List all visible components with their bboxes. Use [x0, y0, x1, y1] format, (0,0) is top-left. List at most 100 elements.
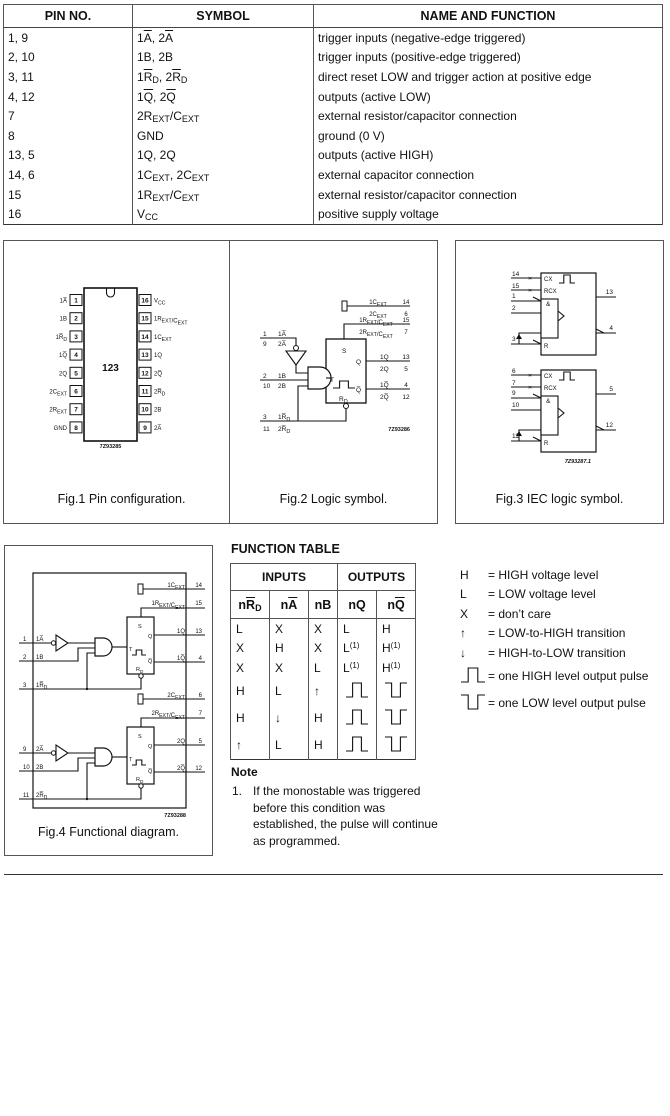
pin-number: 4	[609, 325, 613, 332]
pin-number: 9	[263, 341, 267, 348]
legend-item: H= HIGH voltage level	[460, 565, 648, 585]
function-table-cell: H	[376, 618, 416, 639]
cx-label: CX	[544, 374, 552, 380]
pin-number: 12	[402, 394, 410, 401]
function-table-cell	[376, 731, 416, 759]
q-label: Q	[148, 744, 153, 750]
function-table-cell: L(1)	[337, 638, 377, 658]
cx-marker-icon: ✕	[528, 373, 532, 379]
junction-dot	[85, 687, 89, 691]
input-label: 1R̅D	[36, 682, 48, 691]
function-table-cell: X	[308, 618, 338, 639]
pin-name: 1R̅D	[56, 334, 68, 343]
pin-number: 11	[263, 426, 270, 433]
pin-box	[69, 403, 83, 416]
pin-number: 9	[23, 747, 27, 753]
reset-label: RD	[136, 777, 144, 784]
rcx-label: RCX	[544, 386, 557, 392]
input-label: 1A̅	[36, 636, 43, 643]
pin-number: 5	[199, 739, 203, 745]
high-pulse-icon	[346, 681, 368, 698]
pin-number: 12	[606, 422, 614, 429]
wire	[86, 652, 95, 679]
function-table-cell	[337, 677, 377, 705]
iec-and-block	[540, 395, 559, 436]
input-label: 2B	[278, 383, 286, 390]
pin-function: direct reset LOW and trigger action at p…	[313, 67, 663, 87]
pin-box	[138, 348, 152, 361]
and-gate-icon	[94, 637, 113, 657]
rcx-marker-icon: ✕	[528, 288, 532, 294]
capacitor-icon	[137, 693, 144, 705]
pin-name: 1A̅	[60, 298, 67, 305]
function-table-cell: ↑	[230, 731, 270, 759]
function-table-cell	[376, 677, 416, 705]
function-table-cell: L	[230, 618, 270, 639]
inversion-bubble	[293, 345, 299, 351]
function-table-cell: L(1)	[337, 658, 377, 678]
function-table-cell: X	[308, 638, 338, 658]
reset-label: RD	[339, 396, 348, 405]
column-header: nB	[308, 590, 338, 619]
function-table-group-header: INPUTS OUTPUTS	[230, 563, 416, 591]
pin-number: 15	[512, 283, 520, 290]
legend-text: = LOW-to-HIGH transition	[488, 626, 626, 641]
input-label: 1B	[278, 373, 286, 380]
function-table-cell: H	[269, 638, 309, 658]
qn-label: Q̅	[148, 768, 153, 775]
note-title: Note	[231, 765, 258, 779]
pin-name: 2R̅D	[154, 389, 166, 398]
pin-function: outputs (active HIGH)	[313, 145, 663, 166]
note-number: 1.	[232, 784, 243, 798]
column-header: nRD	[230, 590, 270, 619]
pin-number: 3	[263, 414, 267, 421]
function-table-cell: H	[308, 731, 338, 759]
pin-number: 4	[404, 382, 408, 389]
pin-symbol: GND	[132, 125, 314, 146]
pin-number: 10	[512, 402, 520, 409]
inversion-bubble	[343, 403, 349, 409]
legend-item: = one LOW level output pulse	[460, 690, 648, 717]
function-table-cell: H	[230, 704, 270, 732]
pin-box	[138, 421, 152, 434]
pin-function: trigger inputs (positive-edge triggered)	[313, 47, 663, 68]
legend-symbol: X	[460, 606, 469, 621]
rext-label: 2REXT/CEXT	[151, 711, 185, 721]
and-label: &	[546, 301, 551, 308]
pin-number: 7	[74, 407, 78, 414]
pin-box	[69, 330, 83, 343]
function-table-cell: L	[337, 618, 377, 639]
pin-name: 2REXT	[49, 408, 67, 416]
and-gate-icon	[94, 747, 113, 767]
pin-number: 4	[74, 352, 78, 359]
pin-name: 2Q̅	[154, 370, 162, 377]
pin-function: ground (0 V)	[313, 125, 663, 146]
low-pulse-icon	[385, 735, 407, 752]
pin-symbol: 1CEXT, 2CEXT	[132, 165, 314, 185]
pin-number: 16	[141, 298, 149, 305]
drawing-code: 7Z93286	[388, 427, 410, 433]
wire	[19, 678, 142, 690]
wire	[297, 385, 308, 421]
cext-label: 2CEXT	[167, 693, 185, 701]
trigger-label: T	[129, 647, 133, 653]
capacitor-icon	[137, 583, 144, 595]
pin-number: 1	[263, 331, 267, 338]
drawing-code: 7Z93287.1	[565, 459, 591, 465]
low-pulse-icon	[461, 693, 485, 710]
pin-number: 16	[3, 204, 133, 225]
header-name-function: NAME AND FUNCTION	[313, 4, 663, 28]
pin-name: 1Q̅	[59, 352, 67, 359]
pin-number: 3, 11	[3, 67, 133, 87]
pin-number: 4	[199, 656, 203, 662]
pin-number: 14	[512, 271, 520, 278]
pin-number: 11	[23, 793, 30, 799]
